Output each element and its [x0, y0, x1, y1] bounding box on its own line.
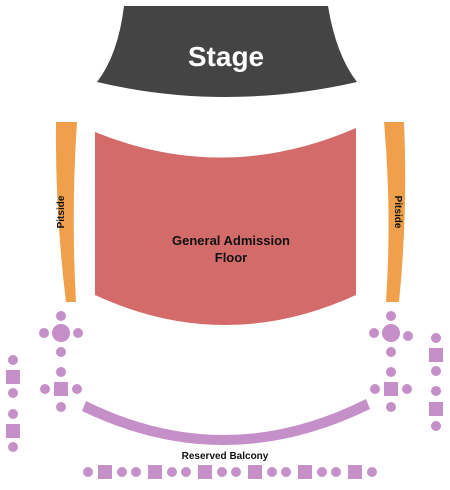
table-seating-far-left[interactable]	[6, 355, 20, 452]
pitside-left-section[interactable]: Pitside	[55, 122, 77, 302]
general-admission-label-line2: Floor	[215, 250, 248, 265]
pitside-right-section[interactable]: Pitside	[384, 122, 406, 302]
table-seating-left-upper[interactable]	[39, 311, 83, 357]
general-admission-floor-section[interactable]: General Admission Floor	[95, 128, 356, 325]
table-seating-right-lower[interactable]	[370, 367, 412, 412]
table-seating-bottom-row[interactable]	[83, 465, 377, 479]
stage-label: Stage	[188, 41, 264, 72]
table-seating-left-lower[interactable]	[40, 367, 82, 412]
pitside-right-label: Pitside	[392, 196, 403, 229]
reserved-balcony-section[interactable]: Reserved Balcony	[82, 399, 370, 462]
table-seating-far-right[interactable]	[429, 333, 443, 431]
pitside-left-label: Pitside	[56, 195, 67, 228]
stage-section[interactable]: Stage	[97, 6, 357, 97]
reserved-balcony-label: Reserved Balcony	[182, 451, 269, 462]
general-admission-label-line1: General Admission	[172, 233, 290, 248]
table-seating-right-upper[interactable]	[369, 311, 413, 357]
